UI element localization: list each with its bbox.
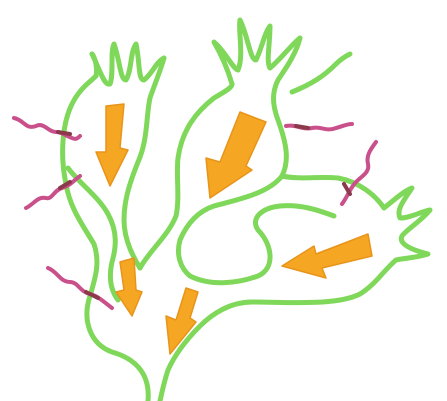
- nerve-junction-1: [58, 132, 70, 134]
- nerve-junction-4: [296, 126, 308, 128]
